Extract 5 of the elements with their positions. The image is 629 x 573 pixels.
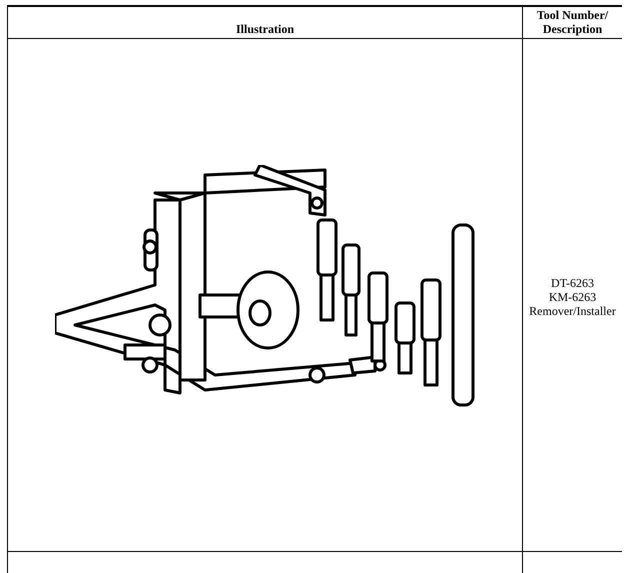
tool-description: Remover/Installer — [528, 304, 617, 318]
tool-number: DT-6263 — [550, 276, 595, 290]
column-header: Illustration — [234, 22, 295, 36]
tool-number: KM-6263 — [548, 290, 598, 304]
column-header: Tool Number/ Description — [536, 8, 610, 36]
